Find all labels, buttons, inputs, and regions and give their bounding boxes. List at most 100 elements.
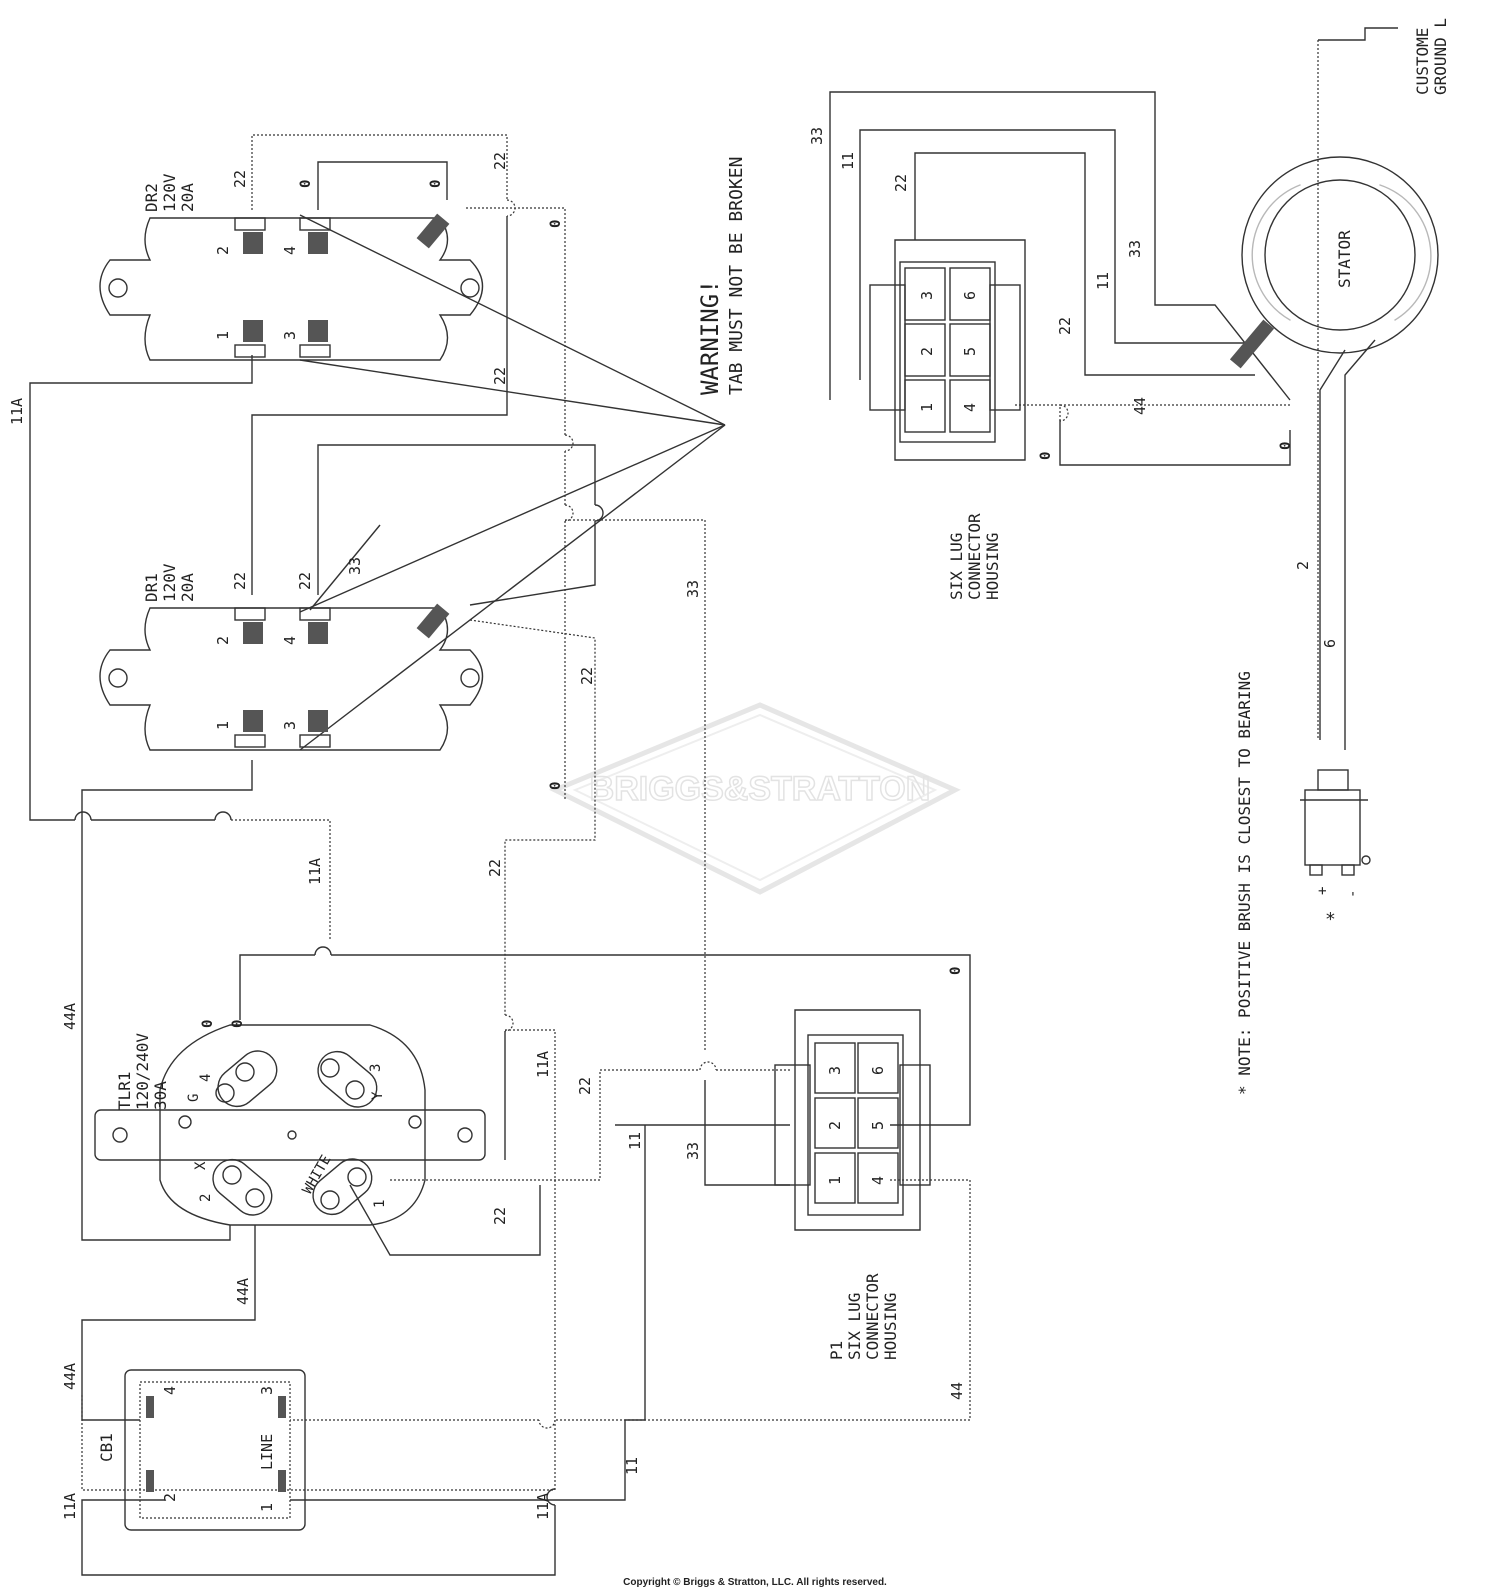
watermark-text: BRIGGS&STRATTON (590, 770, 931, 808)
customer-ground-line1: CUSTOME (1413, 28, 1432, 95)
dr1-voltage: 120V (160, 563, 179, 602)
stator: STATOR (1229, 156, 1439, 369)
wire-label-44a: 44A (234, 1278, 252, 1305)
wire-label-0: 0 (298, 180, 314, 188)
wire-label-22: 22 (491, 367, 509, 385)
warning-callout: WARNING! TAB MUST NOT BE BROKEN (696, 157, 747, 395)
tlr1-terminal-2: 2 (198, 1194, 214, 1202)
p1-pin-3: 3 (826, 1066, 844, 1075)
wire-label-22: 22 (231, 170, 249, 188)
customer-ground: CUSTOME GROUND L (1413, 18, 1450, 95)
watermark-logo: BRIGGS&STRATTON (548, 702, 961, 895)
dr1-terminal-4: 4 (281, 636, 299, 645)
wire-label-44a: 44A (61, 1003, 79, 1030)
wire-label-44: 44 (948, 1382, 966, 1400)
cb1-line-label: LINE (258, 1434, 276, 1470)
tlr1-pin-label-g: G (186, 1094, 202, 1102)
p1-label-line2: SIX LUG (845, 1293, 864, 1360)
wire-label-0: 0 (230, 1020, 246, 1028)
top-pin-6: 6 (961, 291, 979, 300)
wire-label-0: 0 (548, 220, 564, 228)
wire-label-0: 0 (428, 180, 444, 188)
wire-label-11a: 11A (61, 1493, 79, 1520)
wire-label-44: 44 (1131, 397, 1149, 415)
p1-pin-5: 5 (869, 1121, 887, 1130)
customer-ground-line2: GROUND L (1431, 18, 1450, 95)
wire-label-11a: 11A (306, 858, 324, 885)
tlr1-terminal-1: 1 (372, 1200, 388, 1208)
receptacle-tlr1: 4 3 2 1 G Y X WHITE TLR1 120/240V 30A (94, 1024, 486, 1226)
cb1-terminal-3: 3 (258, 1386, 276, 1395)
p1-pin-2: 2 (826, 1121, 844, 1130)
receptacle-dr2: 2 4 1 3 DR2 120V 20A (99, 173, 484, 361)
warning-text: TAB MUST NOT BE BROKEN (726, 157, 747, 395)
wire-label-33: 33 (1126, 240, 1144, 258)
dr2-terminal-2: 2 (214, 246, 232, 255)
wire-label-22: 22 (486, 859, 504, 877)
wire-label-0: 0 (548, 782, 564, 790)
cb1-terminal-2: 2 (161, 1493, 179, 1502)
wire-label-11: 11 (839, 152, 857, 170)
dr1-amps: 20A (178, 573, 197, 602)
dr1-terminal-1: 1 (214, 721, 232, 730)
p1-pin-6: 6 (869, 1066, 887, 1075)
p1-pin-4: 4 (869, 1176, 887, 1185)
dr1-terminal-2: 2 (214, 636, 232, 645)
connector-p1: 3 6 2 5 1 4 P1 SIX LUG CONNECTOR HOUSING (774, 1009, 931, 1360)
breaker-cb1: 4 3 2 1 LINE CB1 (97, 1369, 306, 1531)
tlr1-amps: 30A (151, 1081, 170, 1110)
note-positive-brush: * NOTE: POSITIVE BRUSH IS CLOSEST TO BEA… (1235, 671, 1254, 1095)
warning-title: WARNING! (696, 279, 724, 395)
wire-label-22: 22 (296, 572, 314, 590)
top-pin-4: 4 (961, 403, 979, 412)
wire-label-44a: 44A (61, 1363, 79, 1390)
cb1-terminal-1: 1 (258, 1503, 276, 1512)
brush-minus: - (1345, 890, 1361, 898)
wiring (29, 27, 1398, 1576)
wire-label-22: 22 (231, 572, 249, 590)
wire-labels: 11A 11A 11A 11A 11A 22 22 22 22 22 22 22… (8, 127, 1339, 1520)
wire-label-22: 22 (491, 1207, 509, 1225)
p1-pin-1: 1 (826, 1176, 844, 1185)
top-connector-label-line1: SIX LUG (947, 533, 966, 600)
wire-label-0: 0 (200, 1020, 216, 1028)
tlr1-pin-4 (215, 1050, 278, 1108)
copyright-text: Copyright © Briggs & Stratton, LLC. All … (623, 1577, 887, 1588)
wire-label-0: 0 (1278, 442, 1294, 450)
dr2-label: DR2 (142, 183, 161, 212)
wire-label-33: 33 (346, 557, 364, 575)
tlr1-voltage: 120/240V (133, 1033, 152, 1110)
tlr1-terminal-4: 4 (198, 1074, 214, 1082)
wire-label-11a: 11A (534, 1493, 552, 1520)
top-pin-3: 3 (918, 291, 936, 300)
p1-label: P1 (827, 1341, 846, 1360)
top-pin-2: 2 (918, 347, 936, 356)
warning-pointers (299, 214, 726, 751)
wire-label-33: 33 (684, 580, 702, 598)
cb1-label: CB1 (97, 1433, 116, 1462)
wire-label-11: 11 (626, 1132, 644, 1150)
wire-label-33: 33 (808, 127, 826, 145)
wire-label-22: 22 (892, 174, 910, 192)
dr2-amps: 20A (178, 183, 197, 212)
wire-label-11a: 11A (534, 1051, 552, 1078)
wire-label-11: 11 (623, 1457, 641, 1475)
brush-star: * (1325, 909, 1336, 930)
brush-plus: + (1315, 887, 1331, 895)
cb1-terminal-4: 4 (161, 1386, 179, 1395)
wire-label-11a: 11A (8, 398, 26, 425)
tlr1-pin-1 (312, 1158, 373, 1216)
dr2-terminal-3: 3 (281, 331, 299, 340)
dr2-terminal-4: 4 (281, 246, 299, 255)
stator-label: STATOR (1335, 230, 1354, 288)
tlr1-pin-label-white: WHITE (300, 1152, 335, 1197)
tlr1-pin-2 (212, 1158, 273, 1216)
receptacle-dr1: 2 4 1 3 DR1 120V 20A (99, 563, 484, 751)
dr1-label: DR1 (142, 573, 161, 602)
p1-label-line4: HOUSING (881, 1293, 900, 1360)
dr2-terminal-1: 1 (214, 331, 232, 340)
wire-label-33: 33 (684, 1142, 702, 1160)
brush-assembly: + - * (1300, 769, 1371, 930)
top-pin-1: 1 (918, 403, 936, 412)
